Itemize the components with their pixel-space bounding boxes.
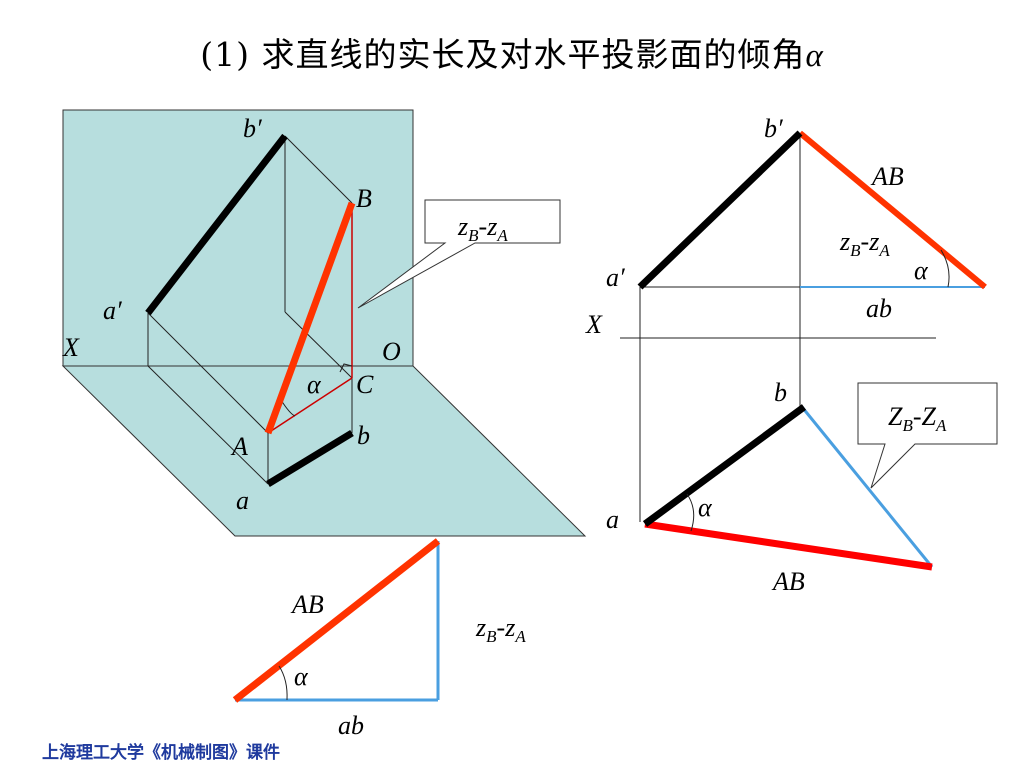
svg-text:ZB-ZA: ZB-ZA — [888, 402, 947, 435]
perspective-view: zB-zA b′ a′ B X O C α A b a — [61, 109, 587, 537]
page-title: (1) 求直线的实长及对水平投影面的倾角α — [0, 28, 1024, 76]
label-b-2d: b — [774, 378, 787, 407]
label-ab-aux: ab — [338, 711, 364, 740]
label-a-2d: a — [606, 505, 619, 534]
label-a-prime-2d: a′ — [606, 263, 625, 292]
label-B-3d: B — [356, 184, 372, 213]
label-zb-za-aux: zB-zA — [475, 613, 526, 646]
callout-zb-za-3d: zB-zA — [357, 199, 561, 309]
label-alpha-front: α — [914, 256, 929, 285]
label-O-3d: O — [382, 337, 401, 366]
label-C-3d: C — [356, 370, 374, 399]
title-alpha: α — [805, 38, 824, 74]
label-zb-za-front: zB-zA — [839, 227, 890, 260]
label-a-prime-3d: a′ — [103, 296, 122, 325]
top-alpha-arc — [686, 493, 695, 532]
label-ab-front: ab — [866, 294, 892, 323]
label-X-3d: X — [62, 333, 80, 362]
orthographic-view: ZB-ZA b′ AB zB-zA α a′ ab X b α a AB — [585, 114, 998, 596]
top-projection-a-b — [266, 430, 354, 487]
label-A-3d: A — [230, 432, 248, 461]
top-true-length-AB — [644, 520, 933, 571]
label-X-2d: X — [585, 310, 603, 339]
footer-course-label: 上海理工大学《机械制图》课件 — [42, 743, 280, 763]
aux-AB-hypotenuse — [232, 538, 441, 703]
label-AB-top: AB — [771, 567, 805, 596]
right-angle-marker — [339, 363, 353, 373]
label-b-prime-3d: b′ — [243, 114, 262, 143]
title-text: (1) 求直线的实长及对水平投影面的倾角 — [200, 35, 806, 74]
label-AB-front: AB — [870, 162, 904, 191]
vertical-plane — [62, 109, 414, 367]
label-b-prime-2d: b′ — [764, 114, 783, 143]
top-projection-ab — [642, 404, 807, 527]
projector-lines — [147, 135, 353, 485]
front-true-length-AB — [798, 130, 987, 290]
front-projection-ab — [637, 130, 803, 290]
space-line-AB — [264, 201, 356, 435]
callout-ZB-ZA-top: ZB-ZA — [857, 382, 998, 489]
aux-alpha-arc — [278, 665, 288, 701]
label-alpha-aux: α — [294, 662, 309, 691]
label-b-3d: b — [357, 421, 370, 450]
front-alpha-arc — [940, 249, 950, 288]
auxiliary-triangle: AB α ab zB-zA — [232, 538, 526, 740]
front-projection-a-b — [145, 133, 288, 316]
label-alpha-top: α — [698, 493, 713, 522]
svg-text:zB-zA: zB-zA — [457, 212, 508, 245]
label-a-3d: a — [236, 486, 249, 515]
label-alpha-3d: α — [307, 370, 322, 399]
right-triangle-ACB — [267, 203, 353, 434]
top-zb-za-leg — [800, 406, 934, 568]
label-AB-aux: AB — [290, 590, 324, 619]
